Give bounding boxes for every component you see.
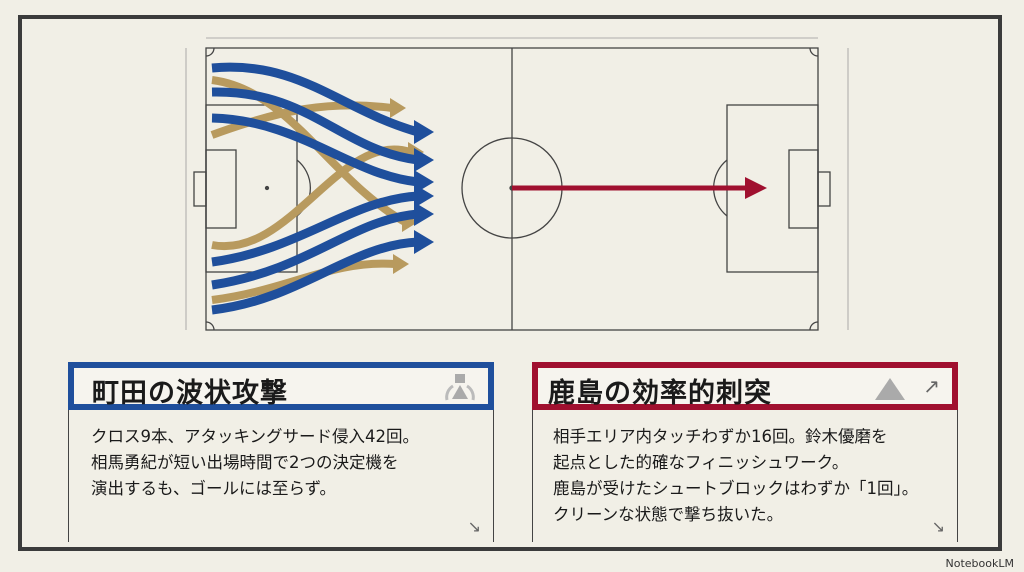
kashima-line-4: クリーンな状態で撃ち抜いた。: [553, 505, 784, 524]
machida-blue-arrows: [211, 62, 420, 315]
arrow-up-right-icon: ↗: [923, 374, 940, 398]
pitch-lines: [193, 47, 831, 331]
dimension-lines: [185, 37, 849, 330]
kashima-line-3: 鹿島が受けたシュートブロックはわずか「1回」。: [553, 479, 919, 498]
kashima-title-box: 鹿島の効率的刺突 ↗: [532, 362, 958, 410]
blue-arrowheads: [414, 120, 434, 254]
kashima-line-1: 相手エリア内タッチわずか16回。鈴木優磨を: [553, 427, 888, 446]
triangle-icon: [874, 376, 906, 406]
kashima-line-2: 起点とした的確なフィニッシュワーク。: [553, 453, 849, 472]
machida-title-box: 町田の波状攻撃: [68, 362, 494, 410]
slide-frame: [18, 15, 1002, 551]
machida-line-1: クロス9本、アタッキングサード侵入42回。: [91, 427, 419, 446]
machida-panel: 町田の波状攻撃 クロス9本、アタッキングサード侵入42回。 相馬勇紀が短い出場時…: [68, 362, 494, 542]
arrow-down-right-icon: ↘: [467, 517, 481, 536]
kashima-title: 鹿島の効率的刺突: [548, 378, 772, 409]
notebooklm-watermark: NotebookLM: [945, 557, 1014, 570]
machida-line-2: 相馬勇紀が短い出場時間で2つの決定機を: [91, 453, 399, 472]
formation-icon: [444, 374, 476, 406]
arrow-down-right-icon: ↘: [931, 517, 945, 536]
kashima-panel: 鹿島の効率的刺突 ↗ 相手エリア内タッチわずか16回。鈴木優磨を 起点とした的確…: [532, 362, 958, 542]
machida-line-3: 演出するも、ゴールには至らず。: [91, 479, 337, 498]
machida-body: クロス9本、アタッキングサード侵入42回。 相馬勇紀が短い出場時間で2つの決定機…: [68, 410, 494, 542]
kashima-body: 相手エリア内タッチわずか16回。鈴木優磨を 起点とした的確なフィニッシュワーク。…: [532, 410, 958, 542]
machida-title: 町田の波状攻撃: [92, 378, 288, 409]
kashima-red-arrow: [512, 177, 767, 199]
